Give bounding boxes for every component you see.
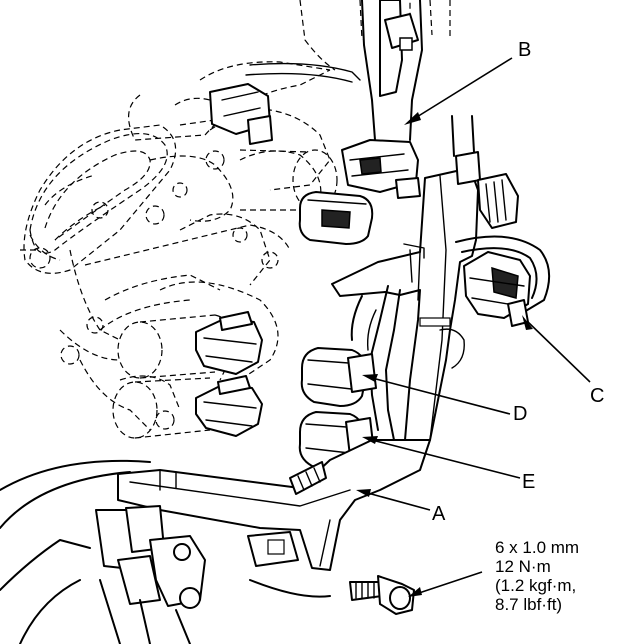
top-solenoid-connector	[209, 83, 273, 145]
harness-bracket-a	[117, 439, 431, 571]
torque-nm: 12 N·m	[495, 557, 551, 576]
connector-b	[341, 139, 421, 199]
label-d: D	[513, 403, 528, 425]
label-c: C	[590, 385, 605, 407]
connector-c	[463, 251, 531, 327]
left-solenoid-connector-lower	[195, 375, 263, 437]
bolt-torque-spec: 6 x 1.0 mm 12 N·m (1.2 kgf·m, 8.7 lbf·ft…	[495, 538, 579, 614]
shift-solenoids	[112, 149, 338, 439]
label-e: E	[522, 471, 536, 493]
label-b: B	[518, 39, 532, 61]
torque-lbfft: 8.7 lbf·ft)	[495, 595, 563, 614]
callout-leaders	[363, 57, 591, 595]
upper-harness-wire	[245, 0, 423, 141]
callout-arrowheads	[356, 112, 533, 597]
torque-kgfm: (1.2 kgf·m,	[495, 576, 577, 595]
valve-body-loop	[29, 133, 168, 254]
mid-solenoid-connector	[298, 191, 374, 245]
label-a: A	[432, 503, 446, 525]
connector-d	[300, 347, 377, 407]
harness-conduit	[455, 173, 551, 313]
left-solenoid-connector-upper	[195, 311, 263, 375]
mounting-bolt	[349, 575, 415, 615]
lower-piping	[0, 459, 331, 644]
bolt-size: 6 x 1.0 mm	[495, 538, 580, 557]
